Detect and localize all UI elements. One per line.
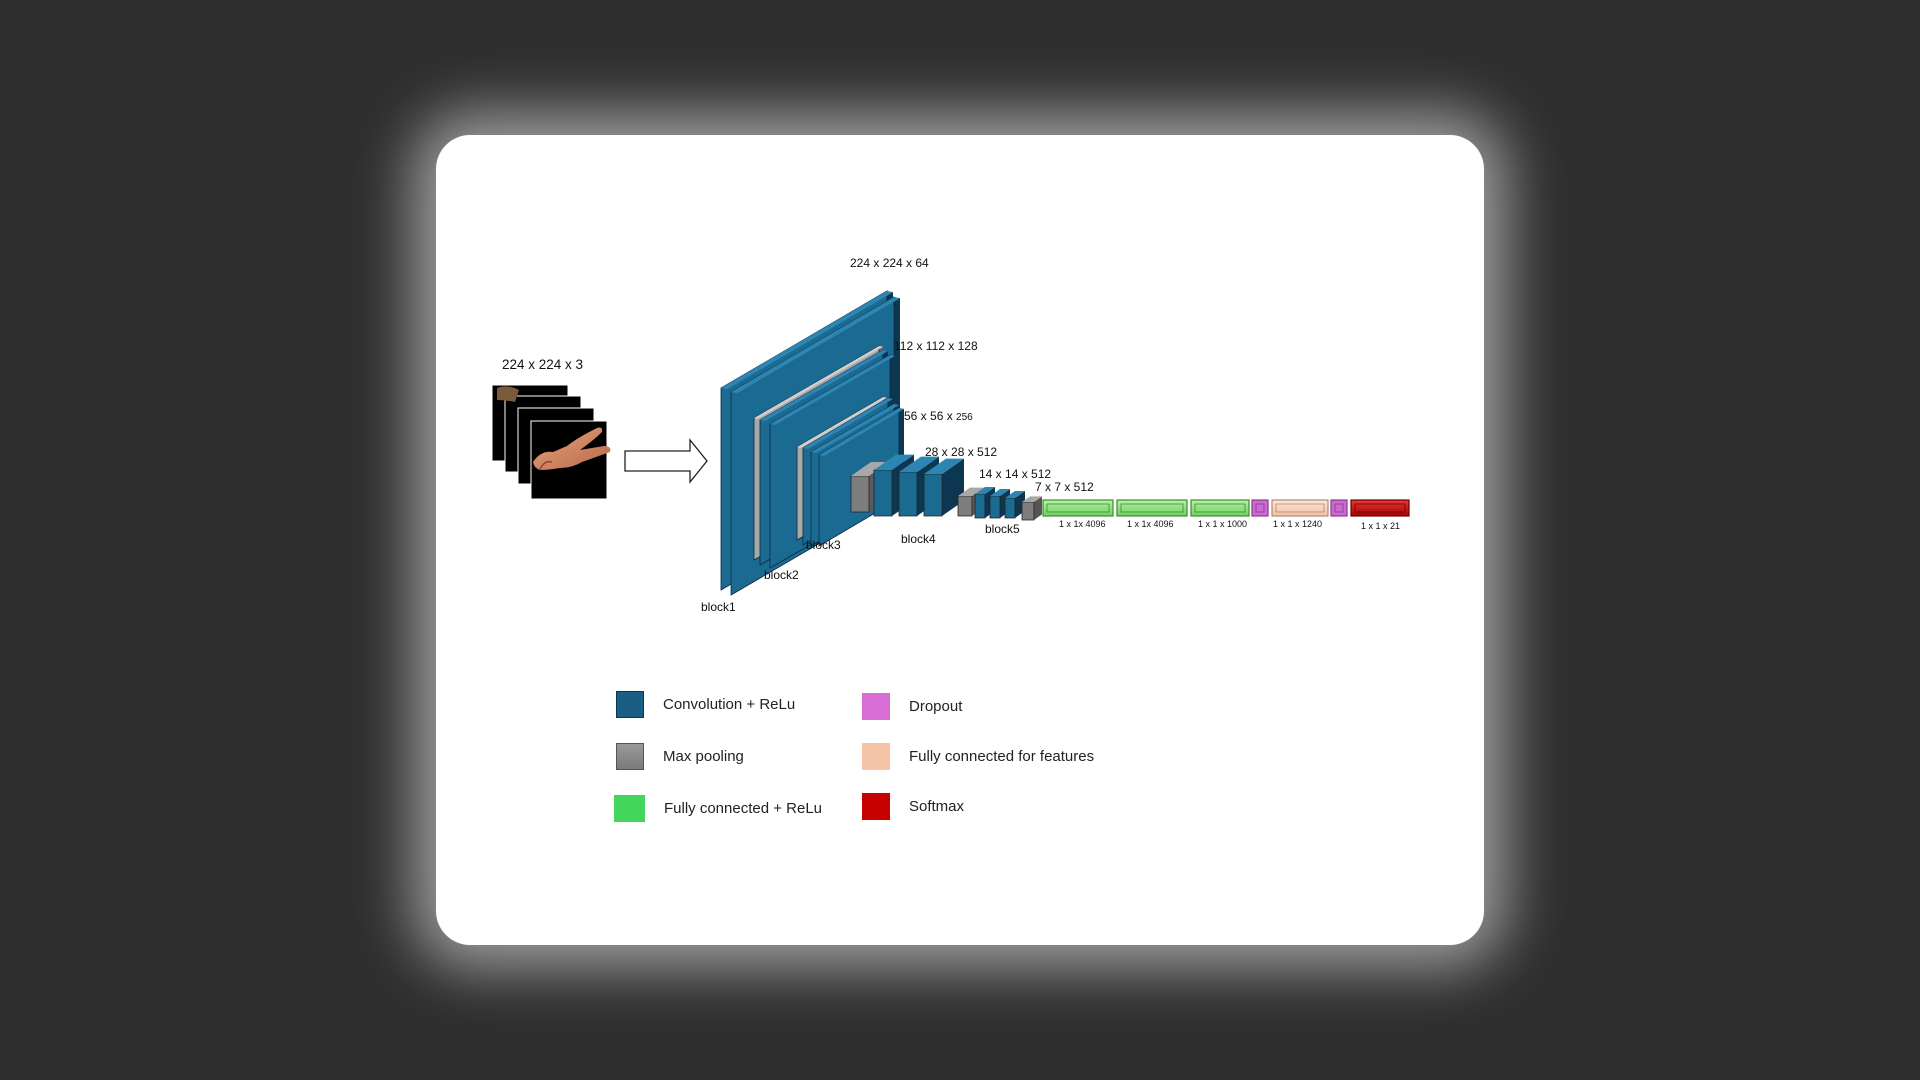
- block5-box-a-front: [974, 493, 986, 519]
- legend-swatch-conv: [616, 691, 644, 718]
- block4-box-b-top: [899, 456, 939, 472]
- dimension-label-pool5: 7 x 7 x 512: [1035, 480, 1094, 494]
- block3-layer-a-top: [803, 398, 893, 449]
- dimension-label-features: 1 x 1 x 1240: [1273, 519, 1322, 529]
- dimension-label-block5: 14 x 14 x 512: [979, 467, 1051, 481]
- legend-label-fc-relu: Fully connected + ReLu: [664, 800, 823, 817]
- legend-swatch-fc-relu: [614, 795, 645, 822]
- legend-label-dropout: Dropout: [909, 698, 963, 715]
- dimension-label-fc1: 1 x 1x 4096: [1059, 519, 1106, 529]
- block5-box-c-front: [1004, 497, 1016, 519]
- dimension-label-block2: 112 x 112 x 128: [894, 339, 978, 353]
- legend-item-fc-relu: Fully connected + ReLu: [614, 795, 822, 822]
- pool3-box-front: [850, 475, 870, 513]
- legend-swatch-dropout: [862, 693, 890, 720]
- block1-layer-a-top: [721, 291, 893, 390]
- pool4-box-front: [957, 495, 973, 517]
- diagram-card: [436, 135, 1484, 945]
- features-layer: [1271, 499, 1329, 517]
- legend-label-features: Fully connected for features: [909, 748, 1095, 765]
- dimension-label-block4: 28 x 28 x 512: [925, 445, 997, 459]
- flow-arrow: [624, 438, 708, 484]
- pool5-box-side: [1034, 496, 1042, 520]
- block1-layer-b-top: [731, 297, 900, 394]
- dimension-label-block3-main: 56 x 56 x: [904, 409, 956, 423]
- legend-label-pool: Max pooling: [663, 748, 744, 765]
- dropout1-layer-inner: [1255, 503, 1265, 513]
- legend-item-dropout: Dropout: [862, 693, 962, 720]
- legend-swatch-pool: [616, 743, 644, 770]
- fc2-layer: [1116, 499, 1188, 517]
- dimension-label-block1: 224 x 224 x 64: [850, 256, 929, 270]
- block4-box-b-front: [898, 471, 918, 517]
- block2-layer-a-top: [760, 350, 888, 421]
- legend-item-softmax: Softmax: [862, 793, 964, 820]
- input-image-stack: [491, 384, 611, 500]
- block5-box-c-top: [1005, 491, 1025, 498]
- block5-box-a-top: [975, 487, 995, 494]
- hand-photo: [533, 427, 611, 471]
- dimension-label-fc2: 1 x 1x 4096: [1127, 519, 1174, 529]
- fc3-layer: [1190, 499, 1250, 517]
- block5-box-b-front: [989, 495, 1001, 519]
- block3-layer-c-top: [819, 408, 904, 456]
- legend-label-conv: Convolution + ReLu: [663, 696, 796, 713]
- softmax-layer: [1350, 499, 1410, 517]
- block4-box-a-front: [873, 469, 893, 517]
- features-layer-inner: [1275, 503, 1325, 513]
- pool4-box-top: [958, 487, 984, 496]
- block-label-3: block3: [806, 538, 841, 552]
- block5-box-b-top: [990, 489, 1010, 496]
- legend-swatch-features: [862, 743, 890, 770]
- dimension-label-block3-depth: 256: [956, 412, 973, 423]
- block4-box-a-top: [874, 454, 914, 470]
- legend-label-softmax: Softmax: [909, 798, 965, 815]
- input-dimension-label: 224 x 224 x 3: [502, 357, 583, 372]
- pool5-box-top: [1022, 496, 1042, 502]
- legend-item-conv: Convolution + ReLu: [616, 691, 795, 718]
- dimension-label-softmax: 1 x 1 x 21: [1361, 521, 1400, 531]
- fc1-layer-inner: [1046, 503, 1110, 513]
- block4-box-c-top: [924, 458, 964, 474]
- dimension-label-block3: 56 x 56 x 256: [904, 409, 973, 423]
- conv-layers: [720, 290, 1042, 596]
- block2-layer-b-top: [770, 355, 895, 425]
- legend-item-features: Fully connected for features: [862, 743, 1094, 770]
- block-label-5: block5: [985, 522, 1020, 536]
- fc2-layer-inner: [1120, 503, 1184, 513]
- dimension-label-fc3: 1 x 1 x 1000: [1198, 519, 1247, 529]
- block-label-1: block1: [701, 600, 736, 614]
- block-label-2: block2: [764, 568, 799, 582]
- softmax-layer-inner: [1354, 503, 1406, 513]
- dropout1-layer: [1251, 499, 1269, 517]
- dropout2-layer-inner: [1334, 503, 1344, 513]
- block3-layer-b-top: [811, 404, 899, 453]
- legend-swatch-softmax: [862, 793, 890, 820]
- fc3-layer-inner: [1194, 503, 1246, 513]
- legend-item-pool: Max pooling: [616, 743, 744, 770]
- block4-box-c-front: [923, 473, 943, 517]
- fc-layers: [1042, 499, 1410, 517]
- dropout2-layer: [1330, 499, 1348, 517]
- pool2-layer-top: [797, 397, 887, 448]
- block-label-4: block4: [901, 532, 936, 546]
- pool3-box-top: [851, 462, 889, 476]
- pool5-box-front: [1021, 501, 1035, 521]
- fc1-layer: [1042, 499, 1114, 517]
- pool1-layer-top: [754, 346, 883, 419]
